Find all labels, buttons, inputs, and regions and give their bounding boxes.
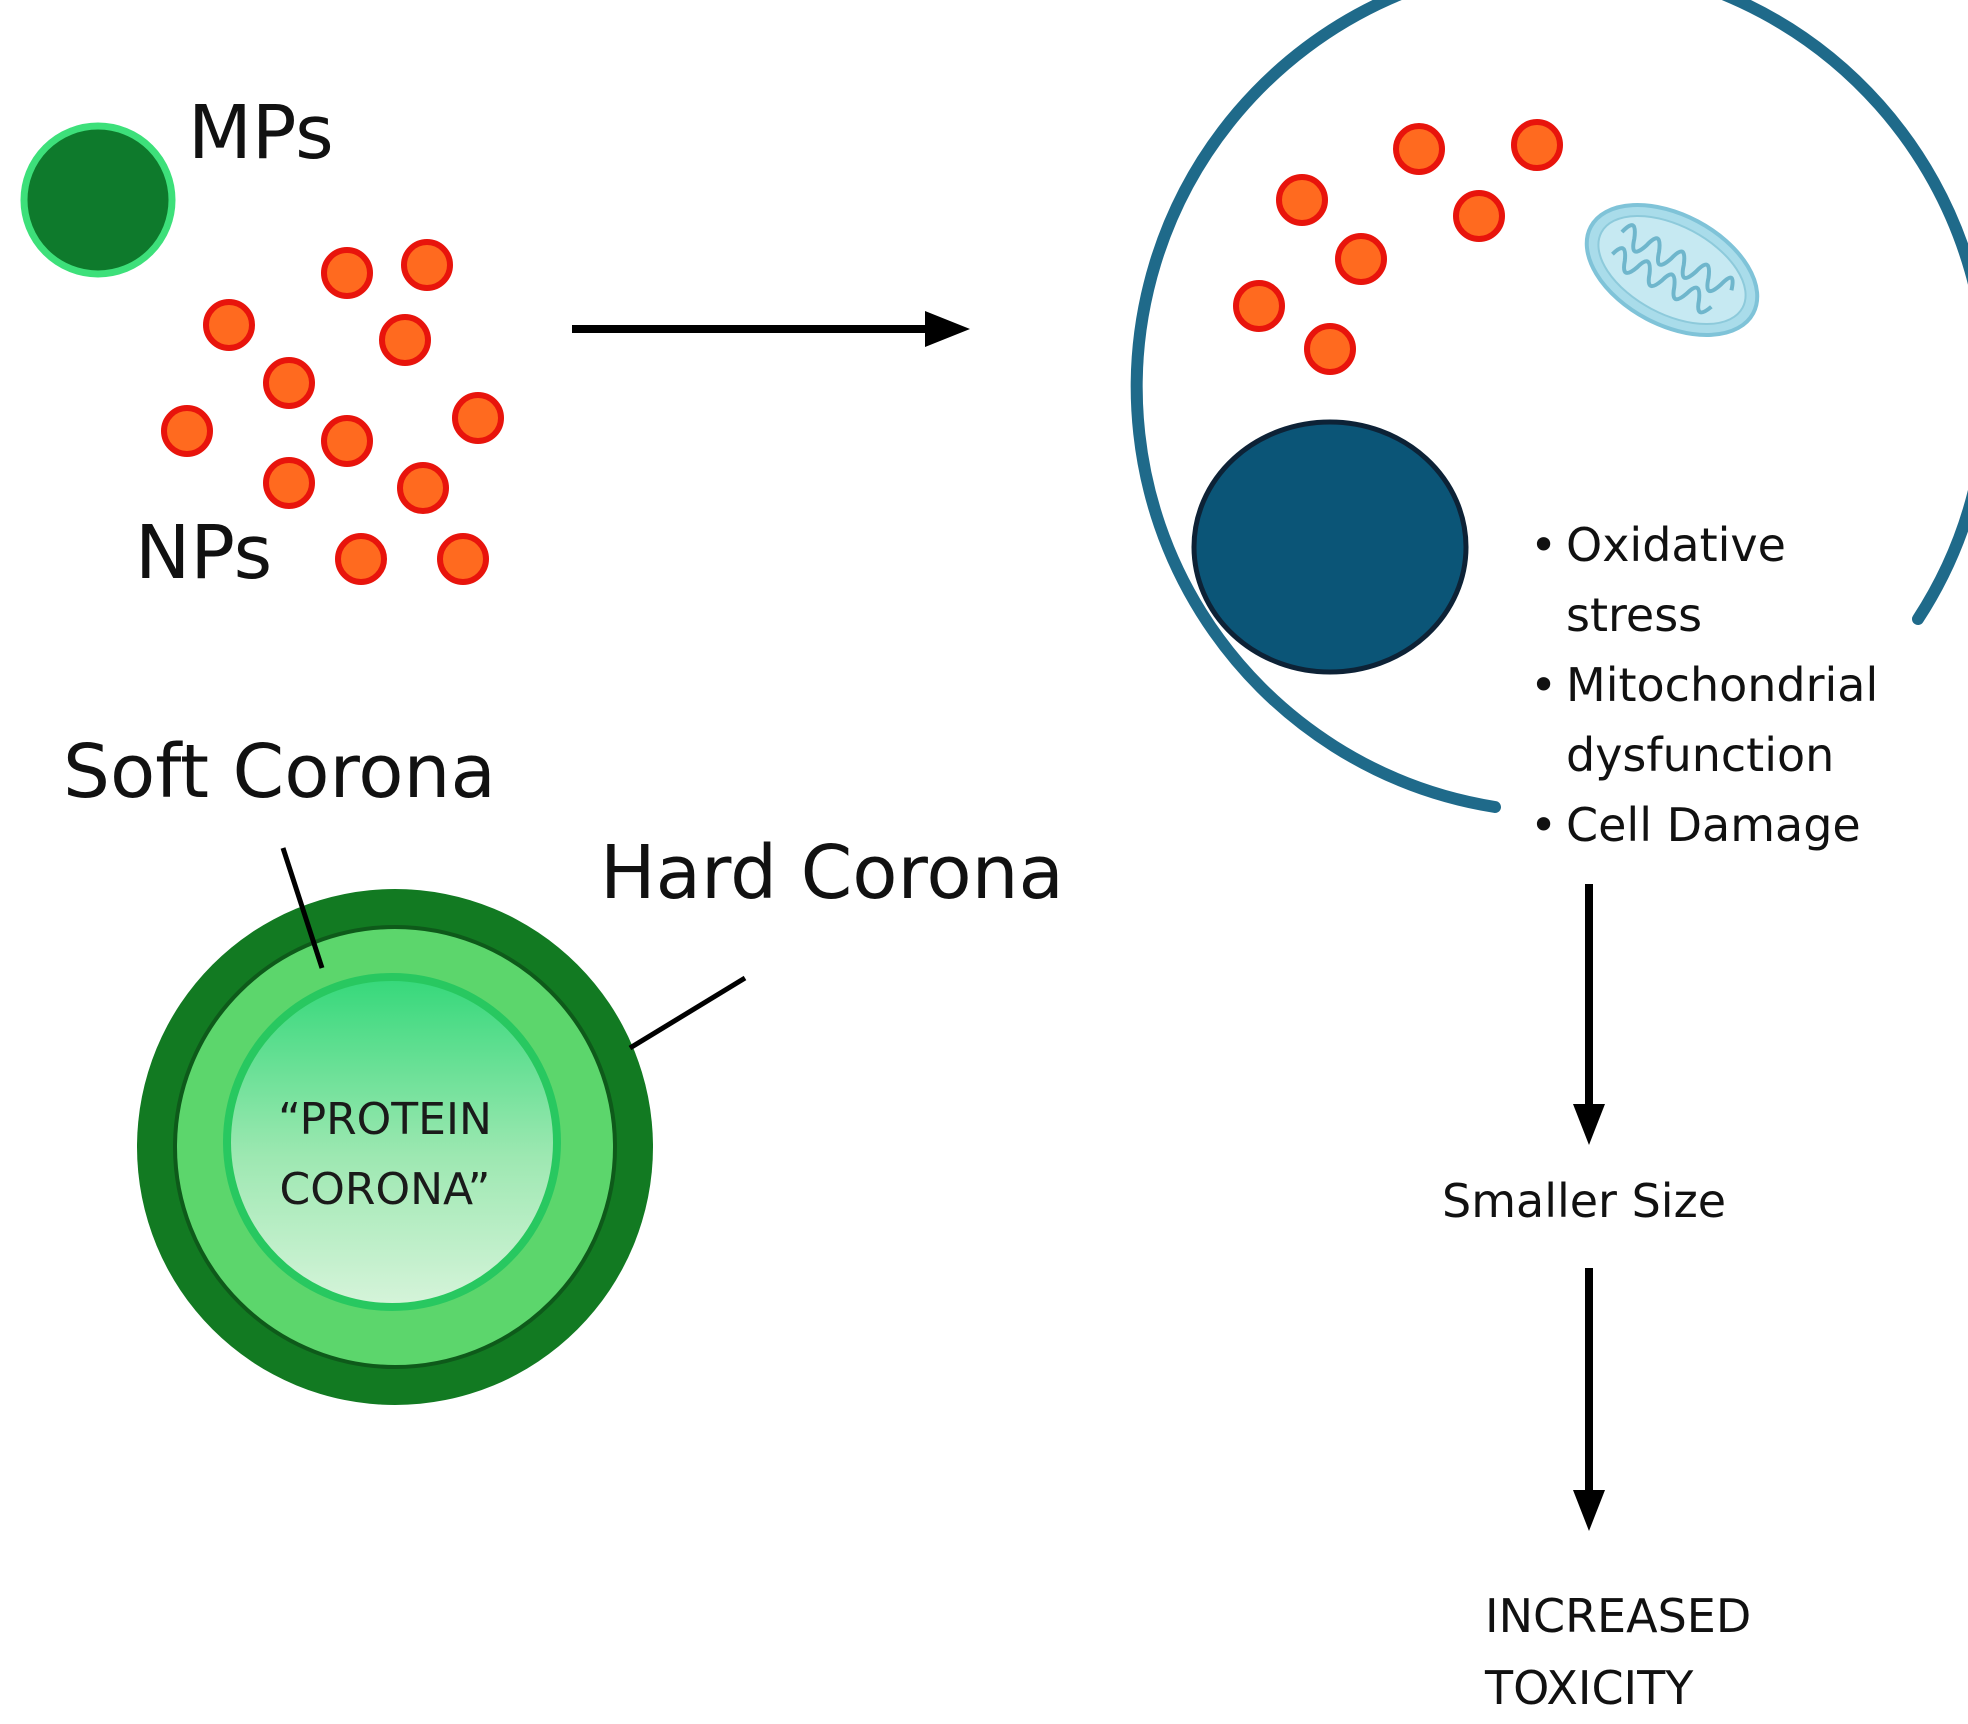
effect-line: stress [1566,588,1703,642]
nanoplastic-particle [263,457,315,509]
nanoplastic-particle [161,405,213,457]
particle-core [223,973,561,1311]
internalized-nanoplastics [1233,119,1563,375]
nanoplastic-particle [397,462,449,514]
nanoplastic-particle [401,239,453,291]
flow-arrow-to-size [1573,884,1605,1145]
nanoplastic-particle [321,415,373,467]
uptake-arrow [572,311,970,347]
nanoplastic-particle [379,314,431,366]
cellular-effects-list: • Oxidative stress • Mitochondrial dysfu… [1530,510,1878,860]
nanoplastic-cluster [161,239,504,585]
protein-corona-particle [137,889,653,1405]
nanoplastic-particle [203,299,255,351]
effect-line: Cell Damage [1566,798,1861,852]
nanoplastic-particle [1276,174,1328,226]
nanoplastic-particle [1393,123,1445,175]
effect-line: Oxidative [1566,518,1786,572]
protein-corona-line-2: CORONA” [279,1164,491,1215]
increased-toxicity-line-2: TOXICITY [1485,1661,1694,1715]
bullet: • [1530,798,1558,852]
nanoplastic-particle [321,247,373,299]
nanoplastic-particle [1304,323,1356,375]
smaller-size-label: Smaller Size [1442,1174,1727,1228]
flow-arrow-to-toxicity [1573,1268,1605,1531]
nanoplastic-particle [1335,233,1387,285]
nanoplastic-particle [1233,280,1285,332]
increased-toxicity-label: INCREASED TOXICITY [1485,1580,1751,1724]
protein-corona-line-1: “PROTEIN [278,1094,492,1145]
nanoplastic-particle [1511,119,1563,171]
effect-oxidative-stress: • Oxidative stress [1530,510,1878,650]
nanoplastic-particle [263,357,315,409]
nps-label: NPs [135,510,273,596]
mitochondrion-icon [1584,203,1760,337]
soft-corona-label: Soft Corona [63,729,496,815]
cell-membrane [1130,0,1968,813]
nanoplastic-particle [452,392,504,444]
increased-toxicity-line-1: INCREASED [1485,1589,1752,1643]
nanoplastic-particle [437,533,489,585]
bullet: • [1530,658,1558,712]
effect-line: Mitochondrial [1566,658,1879,712]
nucleus [1191,419,1469,675]
hard-corona-label: Hard Corona [600,830,1064,916]
protein-corona-label: “PROTEIN CORONA” [230,1085,540,1225]
hard-corona-leader-line [628,975,747,1051]
bullet: • [1530,518,1558,572]
nanoplastic-particle [1453,190,1505,242]
effect-mitochondrial-dysfunction: • Mitochondrial dysfunction [1530,650,1878,790]
microplastic-particle [20,122,176,278]
nanoplastic-particle [335,533,387,585]
soft-corona-leader-line [280,847,325,969]
mps-label: MPs [188,90,334,176]
effect-line: dysfunction [1566,728,1835,782]
effect-cell-damage: • Cell Damage [1530,790,1878,860]
